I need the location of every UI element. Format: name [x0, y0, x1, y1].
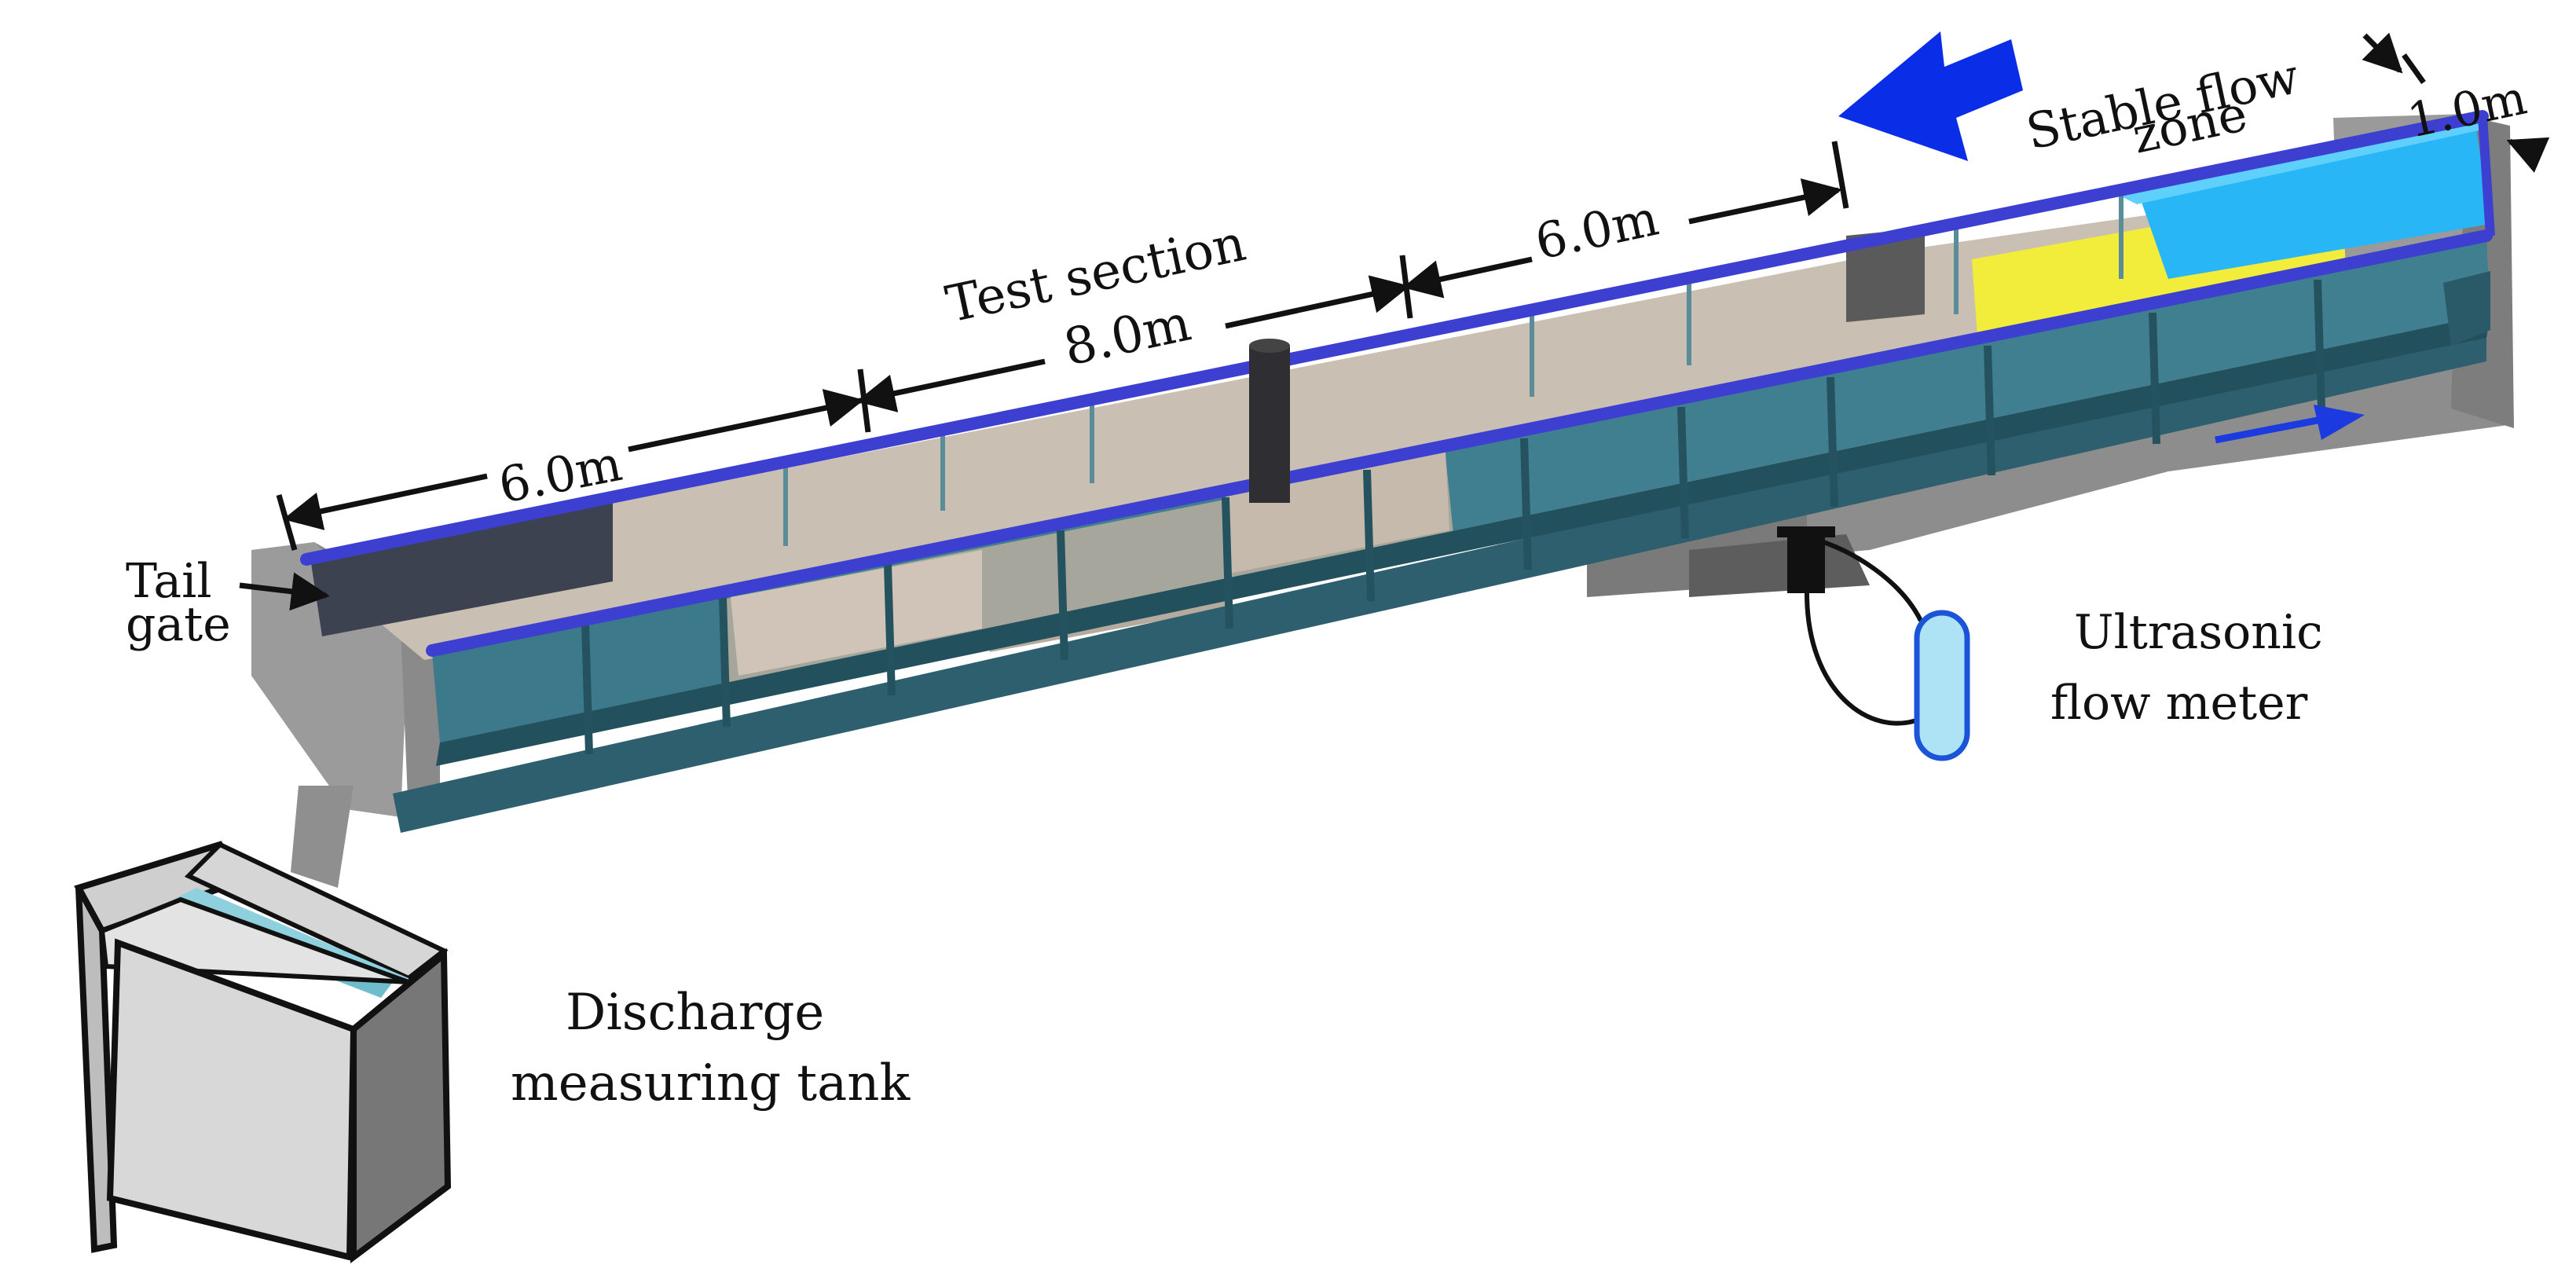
flume-front-wall [393, 240, 2490, 833]
small-arrow-right-icon [2215, 405, 2365, 444]
ultrasonic-label: Ultrasonic [2074, 605, 2323, 660]
dim-mid-label: 6.0m [1530, 189, 1663, 271]
dimension-lines [239, 32, 2550, 611]
top-rails [300, 110, 2495, 657]
back-posts [783, 192, 2123, 546]
discharge-label: Discharge [566, 984, 824, 1042]
stable-flow-zone [2137, 118, 2490, 279]
probe-cylinder [1249, 339, 1290, 503]
front-posts [581, 279, 2325, 755]
discharge-tank [74, 841, 452, 1263]
big-arrow-left-icon [1838, 31, 2023, 161]
tail-gate-label: Tail [126, 554, 212, 609]
discharge-label-2: measuring tank [511, 1054, 911, 1113]
ultrasonic-label-2: flow meter [2050, 676, 2308, 731]
tail-gate-label-2: gate [126, 597, 231, 652]
ultrasonic-flow-meter [1777, 526, 1970, 761]
